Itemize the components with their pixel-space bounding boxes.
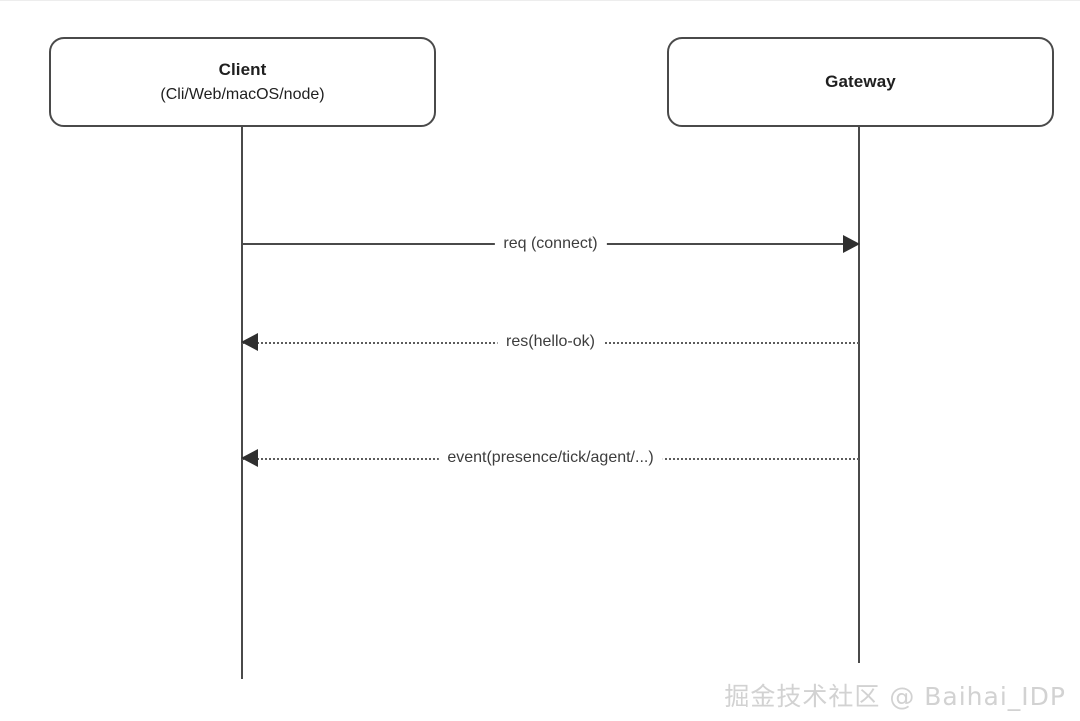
participant-title-client: Client — [218, 59, 267, 79]
arrow-head-right-icon — [843, 235, 860, 253]
lifeline-client — [241, 127, 243, 679]
participant-title-gateway: Gateway — [825, 72, 896, 91]
arrow-head-left-icon — [241, 449, 258, 467]
message-label: req (connect) — [494, 230, 607, 258]
lifeline-gateway — [858, 127, 860, 663]
participant-box-gateway[interactable]: Gateway — [667, 37, 1054, 127]
message-label: event(presence/tick/agent/...) — [438, 444, 663, 472]
participant-subtitle-client: (Cli/Web/macOS/node) — [160, 85, 325, 103]
message-res-hello-ok[interactable]: res(hello-ok) — [241, 328, 859, 356]
watermark-text: 掘金技术社区 @ Baihai_IDP — [724, 682, 1066, 711]
arrow-head-left-icon — [241, 333, 258, 351]
message-label: res(hello-ok) — [497, 328, 604, 356]
participant-box-client[interactable]: Client (Cli/Web/macOS/node) — [49, 37, 436, 127]
message-req-connect[interactable]: req (connect) — [242, 230, 860, 258]
message-event-presence[interactable]: event(presence/tick/agent/...) — [241, 444, 859, 472]
